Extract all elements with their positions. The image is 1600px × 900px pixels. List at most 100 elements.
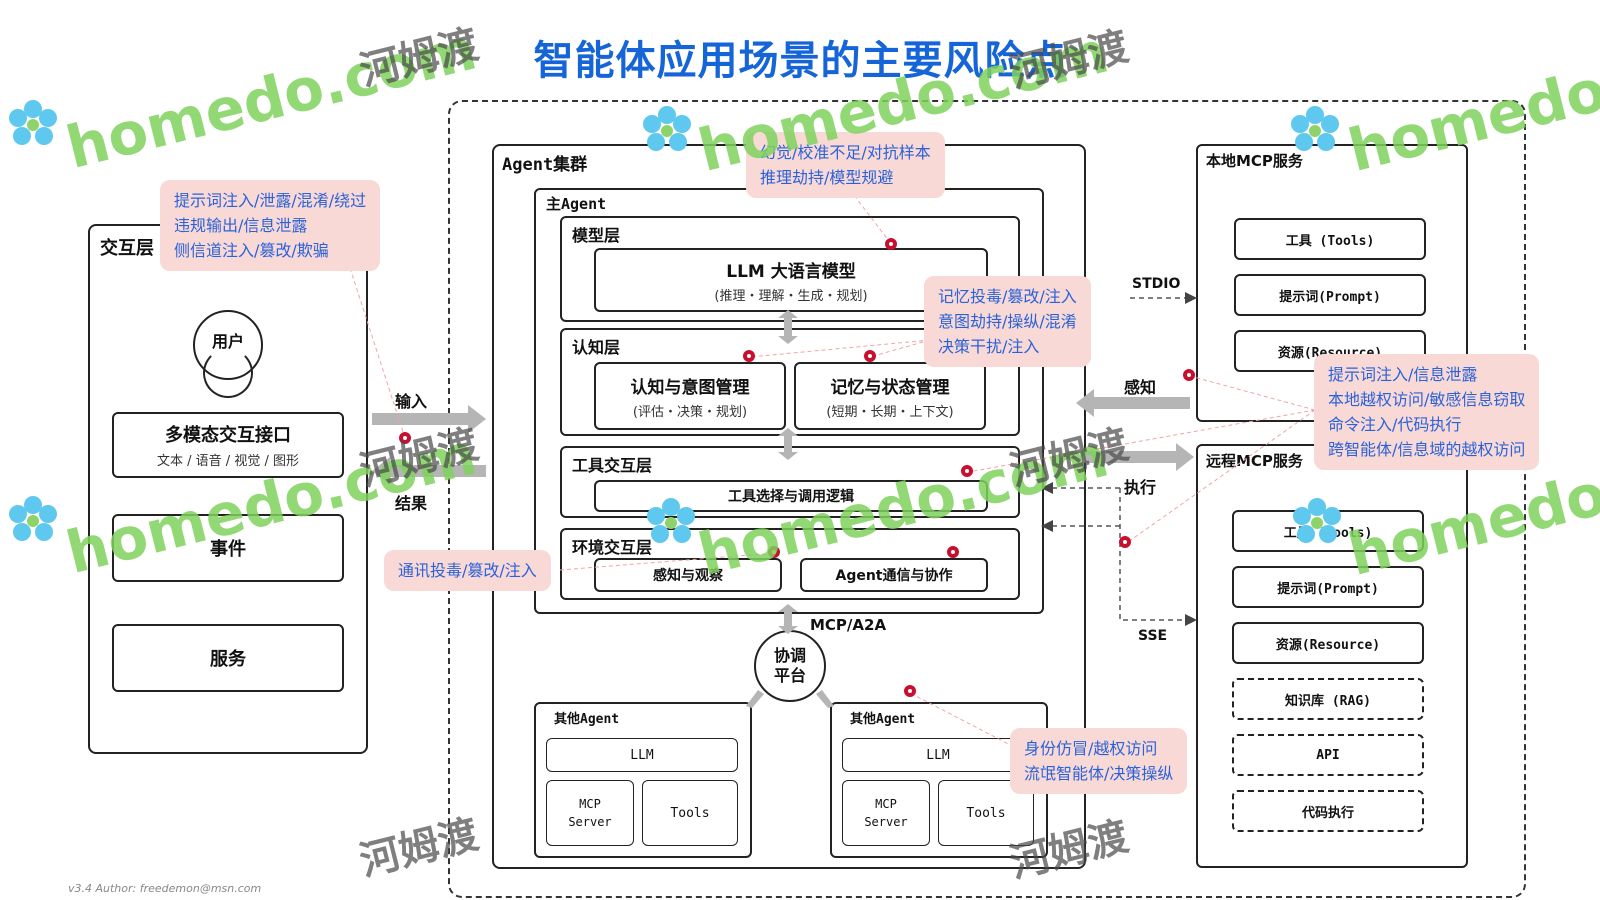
- risk-line: 记忆投毒/篡改/注入: [938, 287, 1077, 306]
- other-agent-2-label: 其他Agent: [850, 712, 916, 727]
- result-label: 结果: [395, 494, 428, 513]
- remote-mcp-prompt[interactable]: 提示词(Prompt): [1232, 566, 1424, 608]
- risk-comm: 通讯投毒/篡改/注入: [384, 550, 551, 591]
- other-agent-1-llm[interactable]: LLM: [546, 738, 738, 772]
- risk-marker: [885, 238, 897, 250]
- remote-mcp-rag[interactable]: 知识库 (RAG): [1232, 678, 1424, 720]
- other-agent-1-tools-label: Tools: [670, 805, 710, 821]
- execute-label: 执行: [1124, 478, 1157, 497]
- agent-comm-box[interactable]: Agent通信与协作: [800, 558, 988, 592]
- other-agent-2-tools-label: Tools: [966, 805, 1006, 821]
- risk-marker: [864, 350, 876, 362]
- other-agent-1-mcp[interactable]: MCP Server: [546, 780, 634, 846]
- main-agent-label: 主Agent: [546, 195, 607, 213]
- local-mcp-label: 本地MCP服务: [1206, 152, 1303, 170]
- other-agent-2-mcp[interactable]: MCP Server: [842, 780, 930, 846]
- flower-logo-icon: [9, 100, 57, 145]
- input-label: 输入: [395, 392, 428, 411]
- env-layer-label: 环境交互层: [572, 538, 653, 557]
- protocol-label: MCP/A2A: [810, 616, 887, 634]
- llm-title: LLM 大语言模型: [726, 261, 856, 282]
- risk-line: 通讯投毒/篡改/注入: [398, 561, 537, 580]
- event-label: 事件: [210, 539, 246, 560]
- other-agent-1-tools[interactable]: Tools: [642, 780, 738, 846]
- event-box[interactable]: 事件: [112, 514, 344, 582]
- risk-marker: [743, 350, 755, 362]
- user-label: 用户: [211, 332, 244, 351]
- risk-marker: [768, 546, 780, 558]
- tool-select-label: 工具选择与调用逻辑: [728, 489, 854, 505]
- remote-mcp-resource[interactable]: 资源(Resource): [1232, 622, 1424, 664]
- perceive-label: 感知: [1124, 378, 1157, 397]
- cognition-layer-label: 认知层: [572, 338, 621, 357]
- agent-comm-label: Agent通信与协作: [835, 568, 953, 584]
- risk-line: 身份仿冒/越权访问: [1024, 739, 1158, 758]
- llm-box[interactable]: LLM 大语言模型 (推理・理解・生成・规划): [594, 248, 988, 312]
- risk-line: 提示词注入/泄露/混淆/绕过: [174, 191, 367, 210]
- risk-line: 提示词注入/信息泄露: [1328, 365, 1478, 384]
- flower-logo-icon: [643, 106, 691, 151]
- remote-mcp-api[interactable]: API: [1232, 734, 1424, 776]
- remote-mcp-rag-label: 知识库 (RAG): [1285, 693, 1371, 709]
- remote-mcp-prompt-label: 提示词(Prompt): [1277, 581, 1379, 597]
- stdio-label: STDIO: [1132, 276, 1181, 292]
- model-layer-label: 模型层: [572, 226, 621, 245]
- remote-mcp-resource-label: 资源(Resource): [1275, 637, 1381, 653]
- coordination-platform-label: 协调平台: [773, 646, 806, 685]
- flower-logo-icon: [9, 496, 57, 541]
- tool-select-box[interactable]: 工具选择与调用逻辑: [594, 480, 988, 512]
- risk-marker: [904, 685, 916, 697]
- local-mcp-prompt[interactable]: 提示词(Prompt): [1234, 274, 1426, 316]
- risk-line: 流氓智能体/决策操纵: [1024, 764, 1174, 783]
- other-agent-1-llm-label: LLM: [630, 747, 654, 763]
- other-agent-2-mcp-label: MCP Server: [864, 797, 908, 829]
- result-arrow: [372, 457, 486, 485]
- local-mcp-tools[interactable]: 工具 (Tools): [1234, 218, 1426, 260]
- multimodal-sub: 文本 / 语音 / 视觉 / 图形: [157, 454, 299, 469]
- tool-layer-label: 工具交互层: [572, 456, 653, 475]
- perception-box[interactable]: 感知与观察: [594, 558, 782, 592]
- memory-sub: (短期・长期・上下文): [826, 404, 954, 420]
- page-title: 智能体应用场景的主要风险点: [533, 38, 1067, 84]
- flower-logo-icon: [1291, 106, 1339, 151]
- llm-sub: (推理・理解・生成・规划): [714, 288, 868, 304]
- flower-logo-icon: [647, 498, 695, 543]
- multimodal-interface[interactable]: 多模态交互接口 文本 / 语音 / 视觉 / 图形: [112, 412, 344, 478]
- service-box[interactable]: 服务: [112, 624, 344, 692]
- other-agent-2-llm[interactable]: LLM: [842, 738, 1034, 772]
- multimodal-title: 多模态交互接口: [165, 425, 291, 446]
- service-label: 服务: [210, 649, 246, 670]
- coordination-platform[interactable]: 协调平台: [754, 630, 826, 702]
- perceive-arrow: [1076, 389, 1190, 417]
- risk-cognition: 记忆投毒/篡改/注入 意图劫持/操纵/混淆 决策干扰/注入: [924, 276, 1091, 367]
- remote-mcp-code[interactable]: 代码执行: [1232, 790, 1424, 832]
- perception-label: 感知与观察: [653, 568, 723, 584]
- intent-box[interactable]: 认知与意图管理 (评估・决策・规划): [594, 362, 786, 430]
- intent-title: 认知与意图管理: [630, 377, 750, 398]
- flower-logo-icon: [1293, 498, 1341, 543]
- risk-line: 违规输出/信息泄露: [174, 216, 308, 235]
- execute-arrow: [1084, 443, 1194, 471]
- risk-interaction: 提示词注入/泄露/混淆/绕过 违规输出/信息泄露 侧信道注入/篡改/欺骗: [160, 180, 381, 271]
- risk-line: 本地越权访问/敏感信息窃取: [1328, 390, 1526, 409]
- other-agent-1-label: 其他Agent: [554, 712, 620, 727]
- risk-line: 命令注入/代码执行: [1328, 415, 1462, 434]
- intent-sub: (评估・决策・规划): [632, 404, 748, 420]
- footer-author: v3.4 Author: freedemon@msn.com: [68, 882, 262, 895]
- remote-mcp-label: 远程MCP服务: [1206, 452, 1303, 470]
- risk-identity: 身份仿冒/越权访问 流氓智能体/决策操纵: [1010, 728, 1188, 794]
- risk-model: 幻觉/校准不足/对抗样本 推理劫持/模型规避: [746, 132, 945, 198]
- risk-marker: [947, 546, 959, 558]
- sse-label: SSE: [1138, 628, 1168, 644]
- user-icon-body: [203, 348, 253, 398]
- system-boundary: [448, 100, 1526, 898]
- local-mcp-prompt-label: 提示词(Prompt): [1279, 289, 1381, 305]
- risk-marker: [1183, 369, 1195, 381]
- remote-mcp-code-label: 代码执行: [1301, 805, 1354, 821]
- memory-box[interactable]: 记忆与状态管理 (短期・长期・上下文): [794, 362, 986, 430]
- risk-line: 意图劫持/操纵/混淆: [938, 312, 1077, 331]
- memory-title: 记忆与状态管理: [830, 377, 950, 398]
- other-agent-2-llm-label: LLM: [926, 747, 950, 763]
- remote-mcp-api-label: API: [1316, 747, 1340, 763]
